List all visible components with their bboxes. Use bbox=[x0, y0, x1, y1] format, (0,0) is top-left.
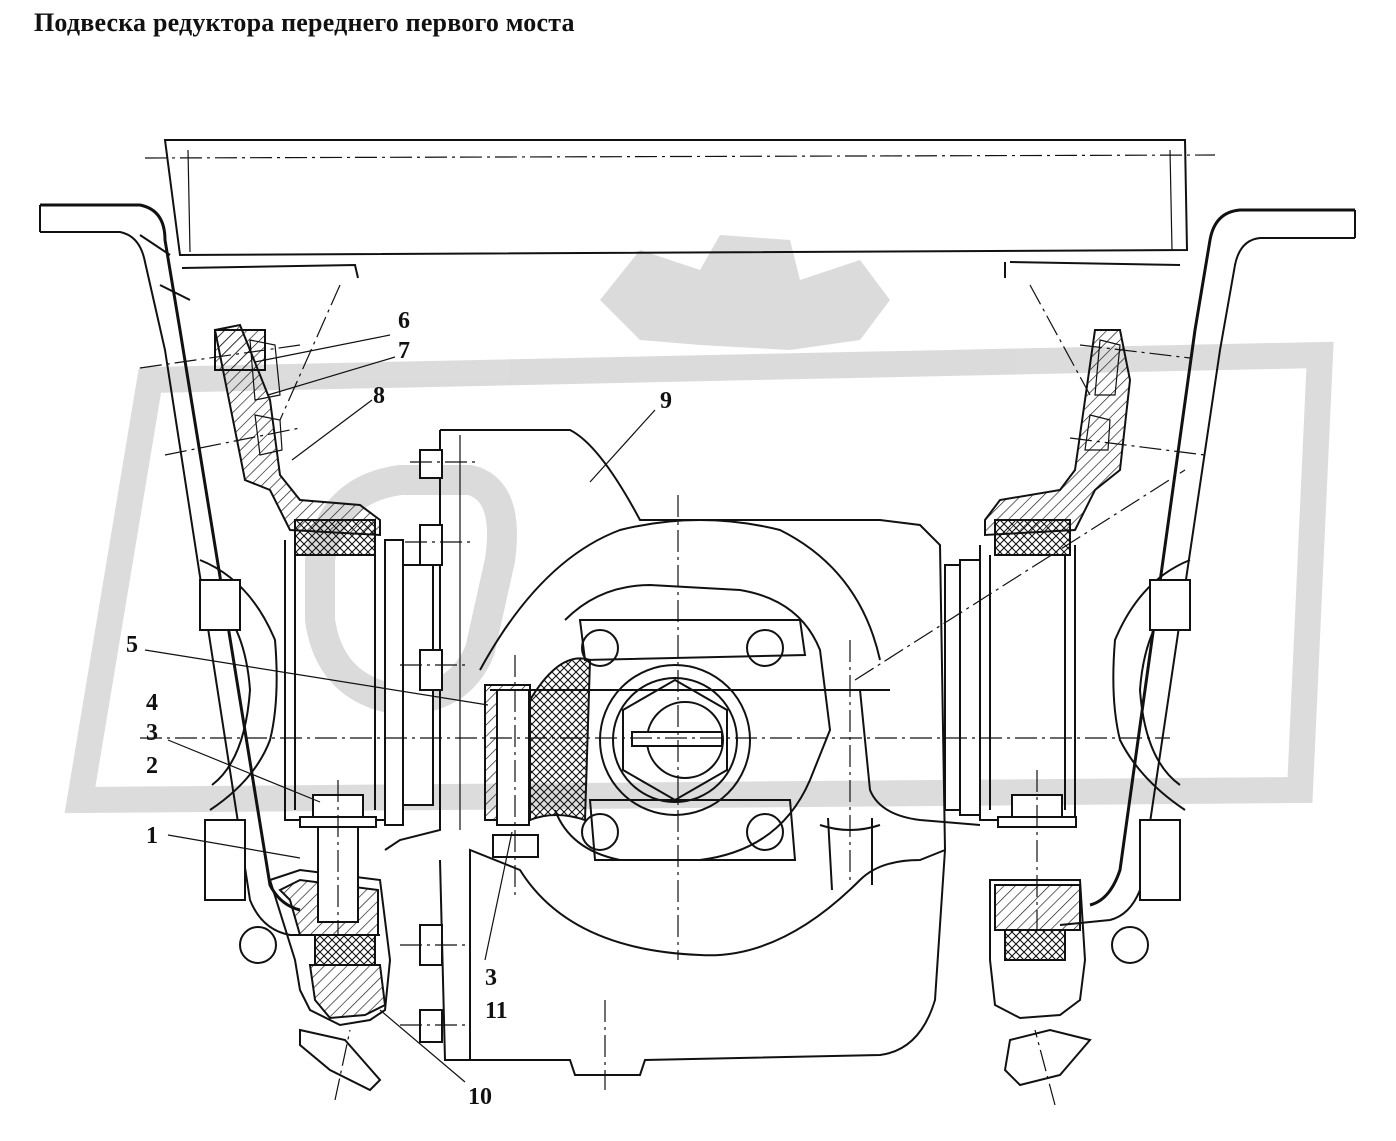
callout-2: 2 bbox=[146, 753, 158, 779]
callout-8: 8 bbox=[373, 383, 385, 409]
left-bracket bbox=[39, 203, 380, 936]
callout-7: 7 bbox=[398, 338, 410, 364]
center-lines bbox=[140, 284, 1186, 1090]
callout-3-left: 3 bbox=[146, 720, 158, 746]
right-mount bbox=[944, 519, 1149, 1106]
right-bracket bbox=[1059, 208, 1356, 926]
callout-11: 11 bbox=[485, 998, 508, 1024]
callout-numbers: 6 7 8 9 5 4 3 2 1 3 11 10 bbox=[126, 308, 672, 1110]
left-arm bbox=[139, 323, 381, 537]
leader-lines bbox=[144, 334, 656, 1083]
callout-4: 4 bbox=[146, 690, 158, 716]
bolt-right-lower bbox=[997, 770, 1077, 930]
callout-10: 10 bbox=[468, 1084, 492, 1110]
hub-nut bbox=[578, 619, 807, 861]
callout-5: 5 bbox=[126, 632, 138, 658]
callout-3-bottom: 3 bbox=[485, 965, 497, 991]
callout-1: 1 bbox=[146, 823, 158, 849]
flange-bolts bbox=[400, 449, 475, 1043]
watermark-logo bbox=[64, 235, 1334, 814]
right-arm bbox=[984, 329, 1206, 537]
callout-9: 9 bbox=[660, 388, 672, 414]
callout-6: 6 bbox=[398, 308, 410, 334]
bolt-left-lower bbox=[299, 780, 377, 935]
frame-top bbox=[144, 139, 1216, 279]
side-block bbox=[484, 657, 592, 858]
page-title: Подвеска редуктора переднего первого мос… bbox=[34, 8, 575, 37]
reducer-housing bbox=[384, 429, 981, 1076]
